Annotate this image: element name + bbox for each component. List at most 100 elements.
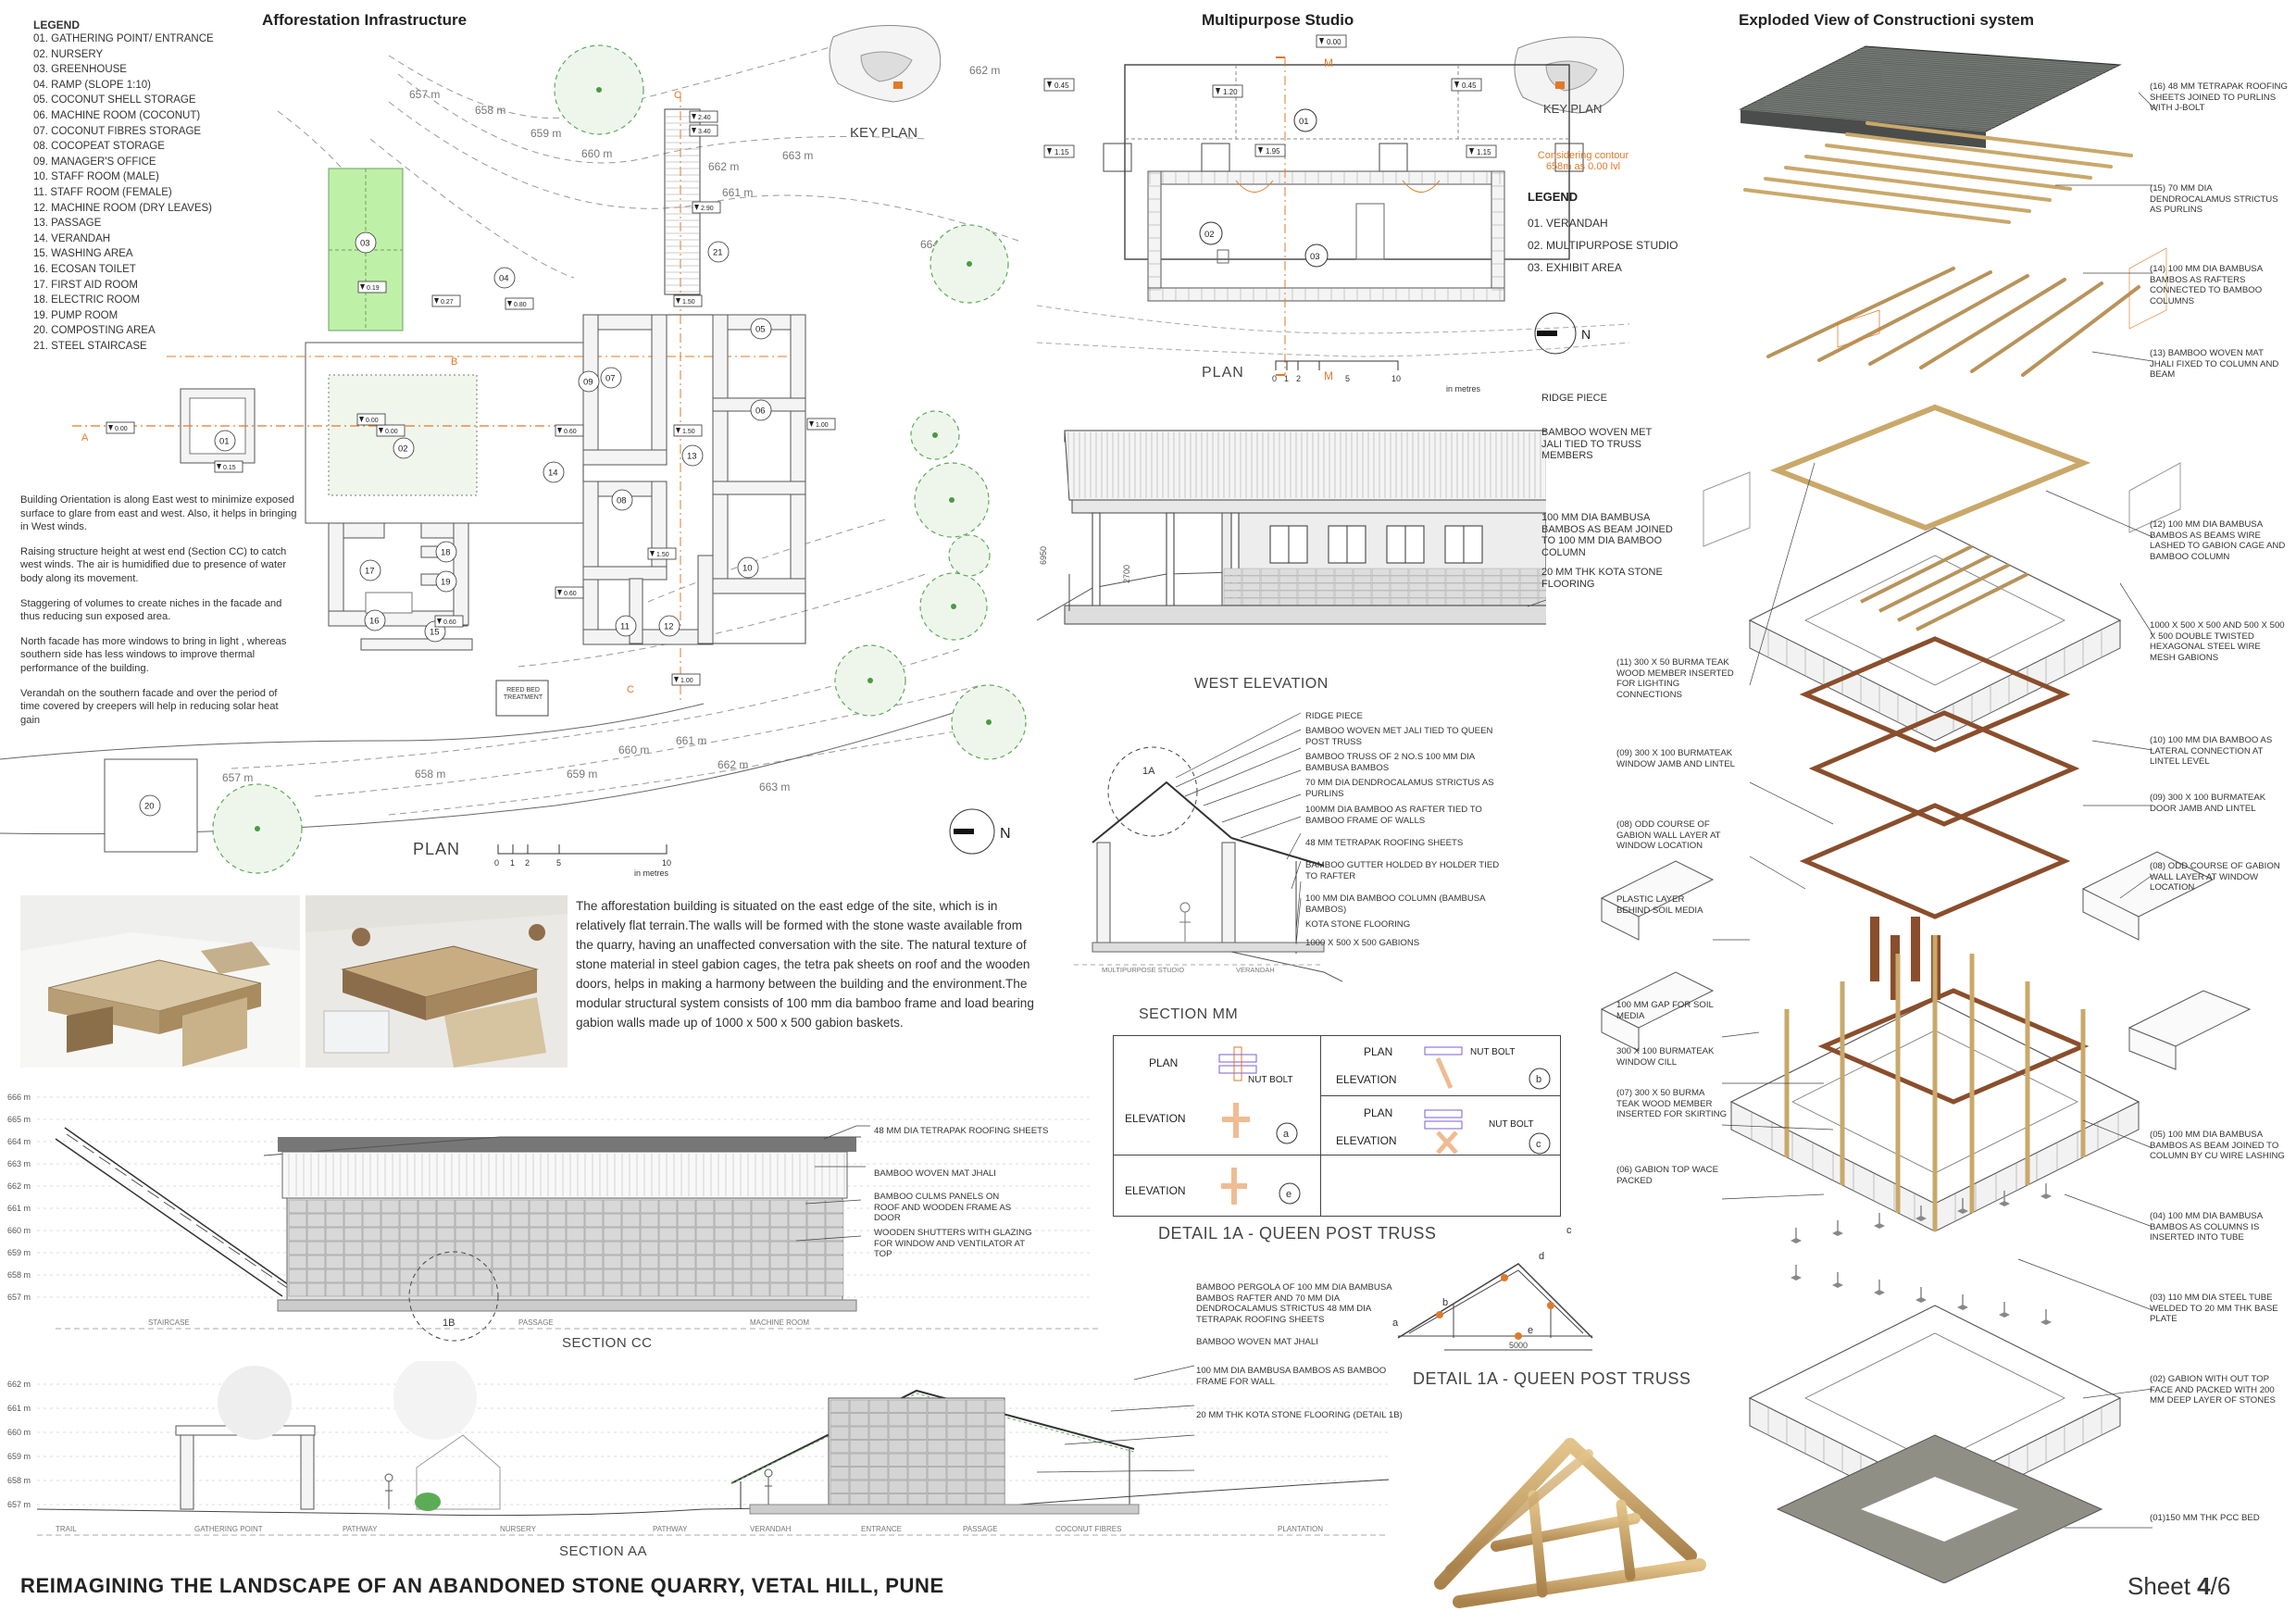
orientation-note: Staggering of volumes to create niches i…: [20, 597, 282, 623]
aa-zone: PASSAGE: [963, 1525, 998, 1533]
model-photo-1: [20, 895, 300, 1068]
mm-note: RIDGE PIECE: [1305, 711, 1363, 721]
level-label: 662 m: [7, 1380, 31, 1389]
level-tag: 0.00: [366, 418, 379, 424]
north-icon: N: [1000, 826, 1011, 842]
nut-bolt-label: NUT BOLT: [1489, 1119, 1534, 1130]
level-label: 666 m: [7, 1093, 31, 1102]
level-tag: 0.00: [115, 426, 128, 432]
exploded-note: (08) ODD COURSE OF GABION WALL LAYER AT …: [1616, 819, 1721, 852]
mm-zone: VERANDAH: [1236, 966, 1275, 974]
exploded-note: (05) 100 MM DIA BAMBUSA BAMBOS AS BEAM J…: [2150, 1130, 2285, 1162]
level-tag: 1.50: [656, 552, 669, 558]
room-number: 20: [144, 802, 155, 812]
mm-note: 48 MM TETRAPAK ROOFING SHEETS: [1305, 838, 1464, 848]
exploded-note: 300 X 100 BURMATEAK WINDOW CILL: [1616, 1046, 1715, 1068]
truss-mark: c: [1566, 1225, 1572, 1236]
legend-item: 04. RAMP (SLOPE 1:10): [33, 79, 151, 91]
exploded-note: (09) 300 X 100 BURMATEAK DOOR JAMB AND L…: [2150, 793, 2266, 814]
level-tag: 2.40: [698, 115, 711, 121]
legend-item: 20. COMPOSTING AREA: [33, 325, 156, 337]
joint-c-sketch: c: [1424, 1109, 1551, 1155]
level-label: 661 m: [7, 1204, 31, 1213]
nut-bolt-label: NUT BOLT: [1470, 1047, 1516, 1057]
aa-note: BAMBOO PERGOLA OF 100 MM DIA BAMBUSA BAM…: [1196, 1282, 1392, 1325]
contour-label: 661 m: [676, 734, 706, 747]
joint-a-sketch: a: [1218, 1046, 1298, 1144]
room-number: 21: [713, 248, 723, 258]
studio-legend-heading: LEGEND: [1528, 190, 1578, 204]
room-number: 17: [365, 567, 375, 577]
level-tag: 0.45: [1054, 81, 1069, 90]
legend-item: 05. COCONUT SHELL STORAGE: [33, 94, 196, 106]
bamboo-truss-3d: [1434, 1438, 1706, 1608]
level-label: 658 m: [7, 1270, 31, 1280]
level-tag: 1.20: [1223, 88, 1238, 96]
contour-label: 659 m: [567, 768, 597, 781]
room-number: 01: [219, 437, 230, 447]
joint-mark: a: [1283, 1129, 1290, 1140]
studio-section-mark: M: [1324, 56, 1333, 69]
aa-zone: VERANDAH: [750, 1525, 792, 1533]
joint-elevation-label: ELEVATION: [1336, 1073, 1397, 1086]
room-number: 05: [755, 325, 766, 335]
cc-zone: MACHINE ROOM: [750, 1318, 809, 1327]
cc-zone: STAIRCASE: [148, 1318, 190, 1327]
room-number: 06: [755, 406, 766, 417]
aa-zone: TRAIL: [56, 1525, 77, 1533]
exploded-view-drawing: [1600, 45, 2252, 1583]
legend-item: 15. WASHING AREA: [33, 248, 133, 260]
section-mm-drawing: 1A MULTIPURPOSE STUDIO VERANDAH SECTION …: [1074, 712, 1342, 1018]
level-label: 663 m: [7, 1159, 31, 1168]
site-trees: [212, 44, 1027, 874]
studio-room-number: 01: [1299, 117, 1309, 127]
level-tag: 1.95: [1266, 147, 1280, 156]
aa-zone: PATHWAY: [343, 1525, 378, 1533]
scale-tick: 0: [1272, 374, 1277, 383]
detail-joints-table: PLAN ELEVATION NUT BOLT a PLAN ELEVATION…: [1113, 1035, 1561, 1217]
room-number: 12: [664, 622, 674, 632]
legend-item: 17. FIRST AID ROOM: [33, 279, 138, 291]
elevation-note: 20 MM THK KOTA STONE FLOORING: [1541, 567, 1663, 590]
level-tag: 1.50: [682, 299, 695, 306]
exploded-note: (08) ODD COURSE OF GABION WALL LAYER AT …: [2150, 861, 2280, 893]
exploded-note: (01)150 MM THK PCC BED: [2150, 1513, 2260, 1523]
elevation-note: BAMBOO WOVEN MET JALI TIED TO TRUSS MEMB…: [1541, 427, 1652, 462]
level-tag: 3.40: [698, 129, 711, 135]
aa-zone: NURSERY: [500, 1525, 537, 1533]
exploded-note: 100 MM GAP FOR SOIL MEDIA: [1616, 1000, 1714, 1021]
aa-zone: GATHERING POINT: [194, 1525, 263, 1533]
contour-label: 662 m: [718, 758, 748, 771]
studio-room-number: 02: [1204, 230, 1215, 240]
studio-title: Multipurpose Studio: [1202, 11, 1354, 29]
room-number: 14: [548, 468, 558, 479]
level-label: 658 m: [7, 1476, 31, 1485]
level-tag: 0.80: [514, 302, 527, 308]
level-tag: 0.60: [443, 619, 456, 626]
aa-note: 20 MM THK KOTA STONE FLOORING (DETAIL 1B…: [1196, 1410, 1403, 1420]
scale-tick: 1: [1284, 374, 1289, 383]
room-number: 08: [617, 496, 627, 506]
room-number: 15: [430, 628, 440, 638]
level-label: 660 m: [7, 1428, 31, 1437]
studio-legend-item: 03. EXHIBIT AREA: [1528, 261, 1622, 274]
room-number: 07: [605, 374, 616, 384]
legend-item: 07. COCONUT FIBRES STORAGE: [33, 125, 202, 137]
scale-tick: 10: [662, 858, 671, 868]
orientation-note: North facade has more windows to bring i…: [20, 635, 287, 674]
queen-post-truss-drawing: a b c d e 5000: [1392, 1225, 1593, 1351]
level-tag: 0.00: [385, 429, 398, 435]
joint-e-sketch: e: [1221, 1168, 1301, 1205]
contour-label: 661 m: [722, 186, 753, 199]
model-photo-2-image: [306, 914, 568, 1068]
level-tag: 1.15: [1054, 148, 1069, 156]
joint-plan-label: PLAN: [1149, 1056, 1179, 1069]
truss-mark: a: [1392, 1318, 1399, 1329]
mm-note: KOTA STONE FLOORING: [1305, 919, 1411, 930]
joint-plan-label: PLAN: [1364, 1045, 1393, 1058]
contour-label: 657 m: [409, 88, 440, 101]
truss-mark: e: [1528, 1325, 1533, 1336]
